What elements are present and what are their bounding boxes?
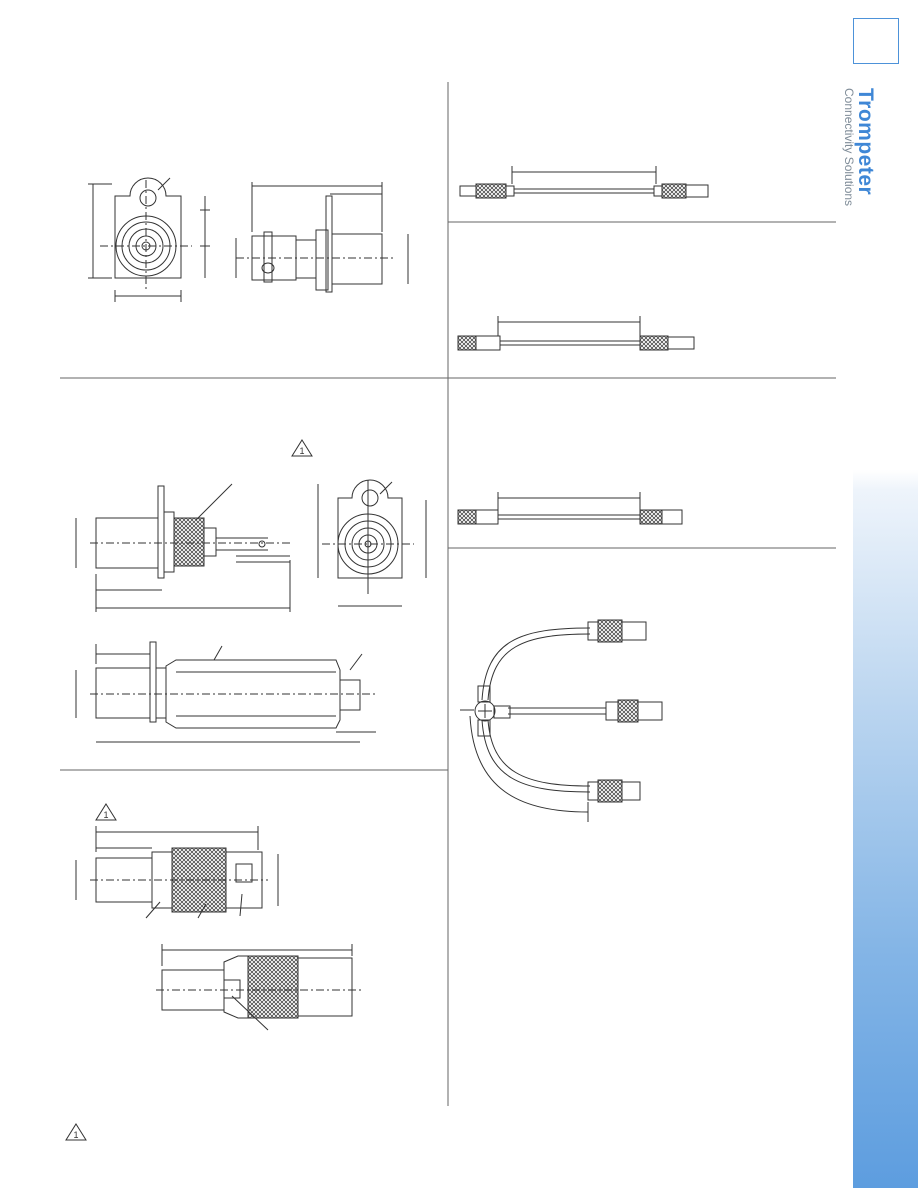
bulkhead-jack-front-view xyxy=(317,479,427,607)
warning-number: 1 xyxy=(73,1130,78,1140)
y-cable-assembly xyxy=(460,619,663,822)
warning-number: 1 xyxy=(299,446,304,456)
brand-sidebar xyxy=(853,0,918,1188)
knurled-plug-view xyxy=(75,826,279,919)
page-number-box xyxy=(853,18,899,64)
jack-front-view xyxy=(88,177,210,302)
section-dividers xyxy=(60,82,836,1106)
bulkhead-jack-side-view xyxy=(75,483,291,612)
warning-number: 1 xyxy=(103,810,108,820)
knurled-plug-variant-view xyxy=(156,944,362,1031)
cable-assembly-2 xyxy=(457,316,695,351)
cable-assembly-3 xyxy=(457,492,683,525)
jack-side-view xyxy=(235,182,409,293)
cable-assembly-1 xyxy=(459,166,709,199)
warning-triangle-icon xyxy=(65,439,313,1141)
warning-symbol-labels: 1 1 1 xyxy=(73,446,304,1140)
panel-jack-long-view xyxy=(75,641,376,743)
